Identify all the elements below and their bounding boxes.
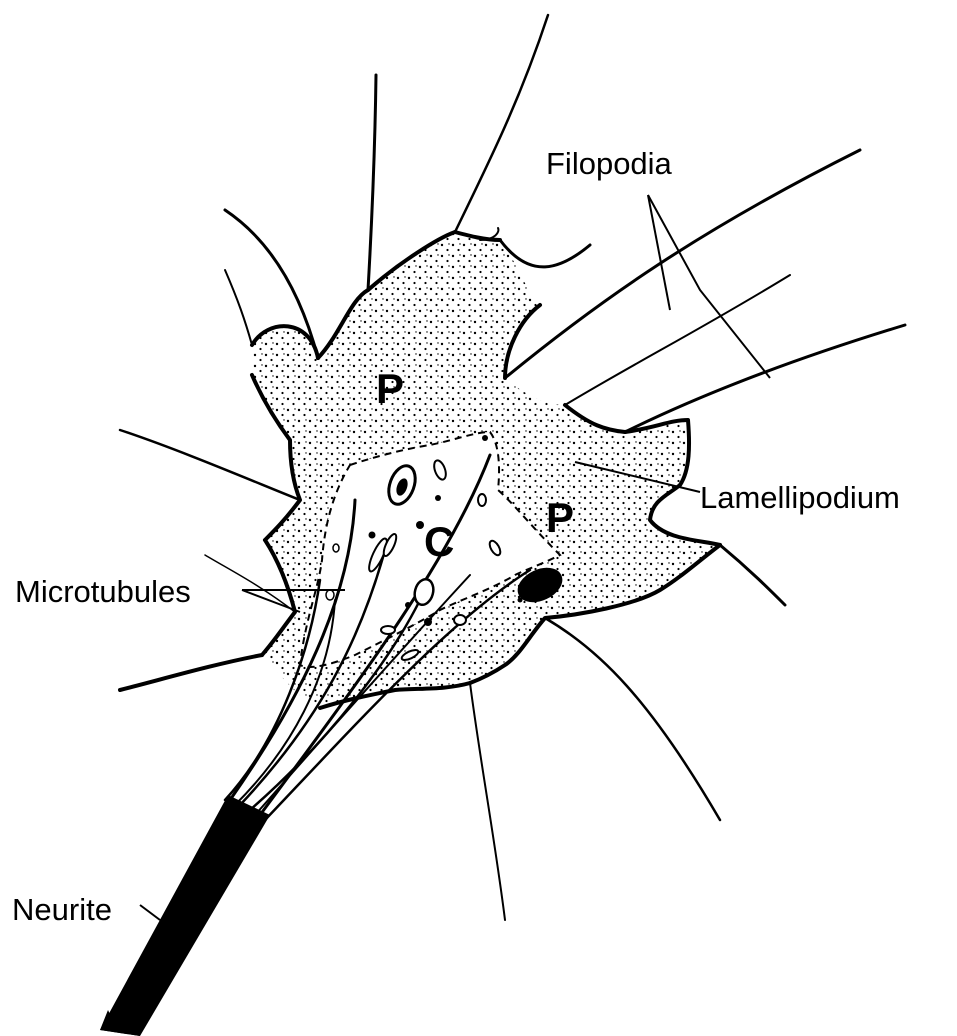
microtubules-label: Microtubules — [15, 574, 191, 609]
neurite-label: Neurite — [12, 892, 112, 927]
lamellipodium-label: Lamellipodium — [700, 480, 900, 515]
peripheral-domain-label-upper: P — [376, 365, 404, 412]
peripheral-domain-label-right: P — [546, 494, 574, 541]
neurite-shaft — [100, 795, 270, 1036]
filopodia-label: Filopodia — [546, 146, 673, 181]
central-domain-label: C — [424, 518, 454, 565]
